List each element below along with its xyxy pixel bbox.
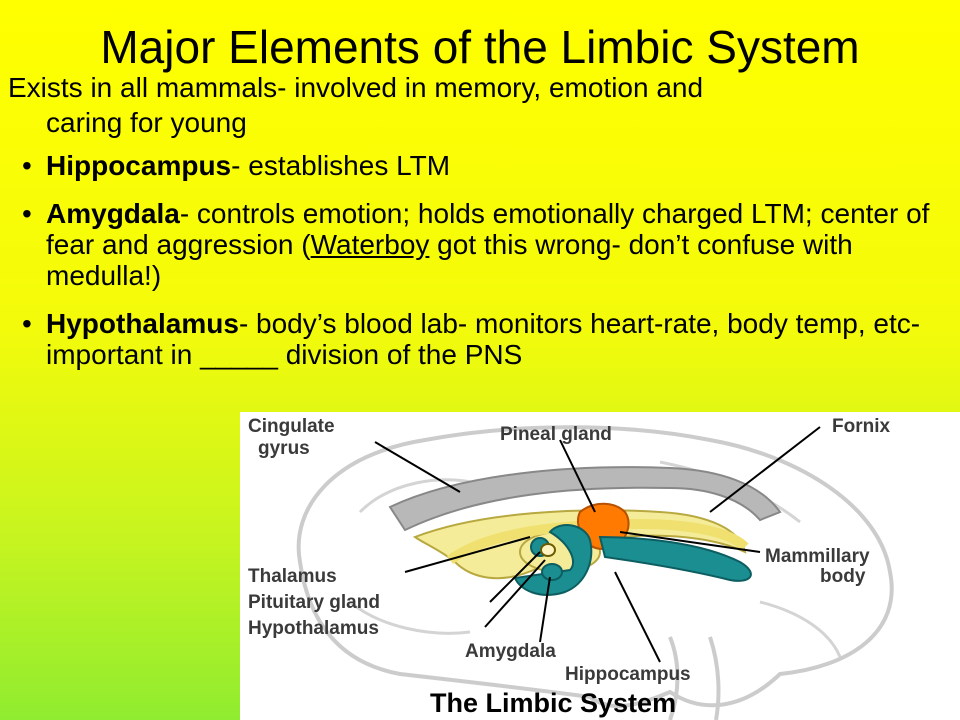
intro-line-1: Exists in all mammals- involved in memor… xyxy=(8,72,704,103)
diagram-caption: The Limbic System xyxy=(430,688,676,718)
label-cingulate-1: Cingulate xyxy=(248,416,335,437)
desc-hypothalamus: - body’s blood lab- monitors heart-rate,… xyxy=(46,308,921,370)
label-cingulate-2: gyrus xyxy=(258,438,310,459)
bullet-hippocampus: Hippocampus- establishes LTM xyxy=(0,150,950,181)
brain-fold-4 xyxy=(759,600,842,658)
amygdala-shape xyxy=(541,563,563,581)
term-hippocampus: Hippocampus xyxy=(46,150,232,181)
bullet-list: Hippocampus- establishes LTM Amygdala- c… xyxy=(0,150,950,387)
label-fornix: Fornix xyxy=(832,416,890,437)
slide-title: Major Elements of the Limbic System xyxy=(100,21,860,73)
brain-fold-3 xyxy=(349,600,471,635)
line-amygdala xyxy=(539,576,551,643)
label-amygdala: Amygdala xyxy=(465,641,556,662)
line-mammillary xyxy=(619,531,761,553)
limbic-system-diagram: Cingulate gyrus Pineal gland Fornix Mamm… xyxy=(240,412,960,720)
label-thalamus: Thalamus xyxy=(248,566,337,587)
label-pineal: Pineal gland xyxy=(500,424,612,445)
desc-hippocampus: - establishes LTM xyxy=(231,150,451,181)
waterboy-title: Waterboy xyxy=(310,229,430,260)
brain-outline xyxy=(296,425,894,709)
leader-lines xyxy=(374,426,821,663)
brainstem xyxy=(668,636,721,720)
line-hypothalamus xyxy=(484,559,546,628)
desc-amygdala-end: got this wrong- don’t confuse with medul… xyxy=(46,229,853,291)
cingulate-gyrus-shape xyxy=(388,466,782,532)
label-pituitary: Pituitary gland xyxy=(248,592,380,613)
term-amygdala: Amygdala xyxy=(46,198,180,229)
pituitary-shape xyxy=(540,543,556,557)
desc-amygdala: - controls emotion; holds emotionally ch… xyxy=(46,198,930,260)
limbic-diagram-svg: Cingulate gyrus Pineal gland Fornix Mamm… xyxy=(248,416,894,720)
label-hippocampus: Hippocampus xyxy=(565,664,691,685)
hippocampus-shape xyxy=(513,524,593,596)
intro-text: Exists in all mammals- involved in memor… xyxy=(8,70,943,140)
label-hypothalamus: Hypothalamus xyxy=(248,618,379,639)
line-thalamus xyxy=(404,536,531,573)
bullet-hypothalamus: Hypothalamus- body’s blood lab- monitors… xyxy=(0,308,950,370)
intro-line-2: caring for young xyxy=(46,107,247,138)
line-pituitary xyxy=(489,551,541,603)
label-mammillary-1: Mammillary xyxy=(765,546,870,567)
line-pineal xyxy=(559,439,596,513)
term-hypothalamus: Hypothalamus xyxy=(46,308,239,339)
bullet-amygdala: Amygdala- controls emotion; holds emotio… xyxy=(0,198,950,291)
line-hippocampus xyxy=(614,571,661,663)
label-mammillary-2: body xyxy=(820,566,866,587)
line-fornix xyxy=(709,426,821,513)
hippocampus-tail xyxy=(598,535,752,582)
line-cingulate xyxy=(374,441,461,493)
